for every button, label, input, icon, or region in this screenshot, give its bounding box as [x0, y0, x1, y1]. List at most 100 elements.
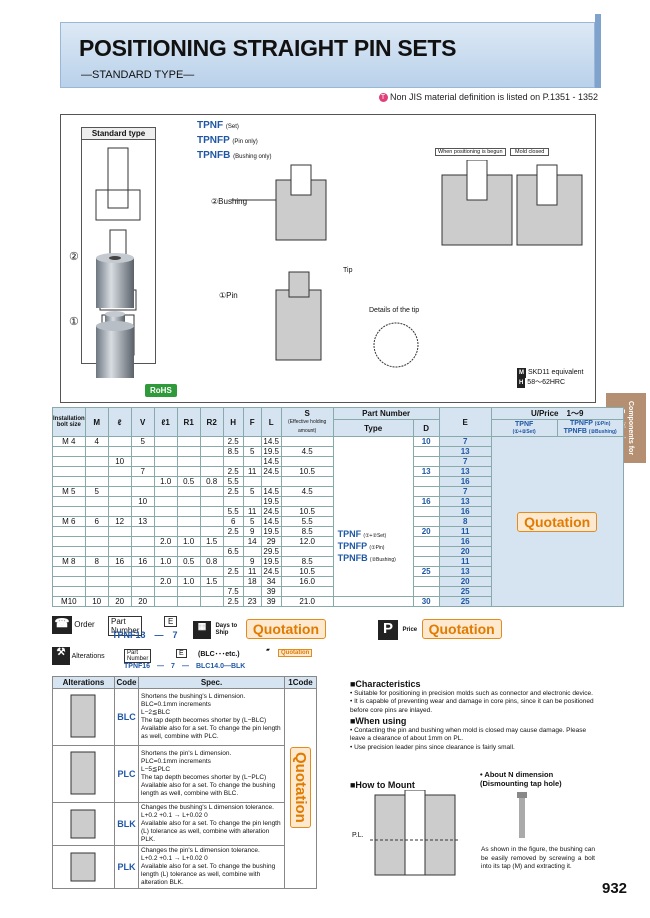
rohs-badge: RoHS — [145, 384, 177, 397]
spec-cell: 10.5 — [280, 466, 334, 477]
alteration-quotation[interactable]: Quotation — [284, 688, 317, 889]
price-section: P Price Quotation — [378, 619, 502, 640]
spec-cell: 7 — [438, 456, 492, 467]
about-text: As shown in the figure, the bushing can … — [481, 846, 595, 870]
price-col-tpnf: TPNF(①+②Set) — [490, 419, 558, 437]
col-price: U/Price 1～9 — [490, 407, 624, 420]
spec-cell — [199, 486, 224, 497]
spec-cell: 25 — [438, 596, 492, 607]
material-name: SKD11 equivalent — [527, 369, 584, 376]
days-quotation[interactable]: Quotation — [245, 619, 327, 639]
spec-cell — [153, 516, 178, 527]
spec-cell — [280, 496, 334, 507]
spec-cell: 4 — [84, 436, 109, 447]
pin-set-photo — [96, 253, 134, 378]
order-pn-box: Part Number — [108, 616, 143, 636]
spec-cell — [199, 546, 224, 557]
spec-cell: 12 — [107, 516, 132, 527]
alteration-drawing — [52, 845, 115, 889]
spec-cell — [199, 516, 224, 527]
spec-cell: 16 — [130, 556, 155, 567]
price-quotation[interactable]: Quotation — [421, 619, 502, 639]
d-cell — [412, 446, 440, 457]
spec-cell — [222, 576, 244, 587]
spec-cell — [52, 476, 86, 487]
spec-cell — [199, 456, 224, 467]
spec-cell: 1.0 — [153, 476, 178, 487]
material-note-text: Non JIS material definition is listed on… — [390, 92, 598, 102]
alt-col-alterations: Alterations — [52, 676, 115, 689]
spec-cell: 13 — [438, 446, 492, 457]
d-cell: 20 — [412, 526, 440, 537]
bolt-drawing — [517, 792, 527, 838]
tip-label: Tip — [343, 267, 353, 274]
alteration-spec: Shortens the pin's L dimension.PLC=0.1mm… — [138, 745, 285, 803]
spec-cell — [242, 586, 262, 597]
mold-closed-label: Mold closed — [510, 148, 550, 156]
spec-cell: M 8 — [52, 556, 86, 567]
spec-cell — [52, 536, 86, 547]
d-cell — [412, 456, 440, 467]
col-partnumber: Part Number — [332, 407, 440, 420]
d-cell — [412, 536, 440, 547]
spec-cell: M 5 — [52, 486, 86, 497]
spec-cell: 0.8 — [199, 476, 224, 487]
spec-cell: 2.5 — [222, 526, 244, 537]
spec-cell: 8.5 — [280, 556, 334, 567]
alt-col-spec: Spec. — [138, 676, 285, 689]
info-icon: T — [378, 93, 388, 103]
col-d: D — [412, 419, 440, 437]
spec-cell — [153, 496, 178, 507]
spec-cell: 21.0 — [280, 596, 334, 607]
spec-cell: 9 — [242, 556, 262, 567]
alteration-spec: Changes the bushing's L dimension tolera… — [138, 802, 285, 846]
spec-cell: M10 — [52, 596, 86, 607]
spec-table: Installation bolt size M ℓ V ℓ1 R1 R2 H … — [52, 407, 624, 607]
spec-cell — [176, 506, 201, 517]
calendar-icon: ▦ — [193, 620, 211, 639]
d-cell — [412, 586, 440, 597]
col-lcap: L — [260, 407, 282, 437]
order-example: TPNF13 ― 7 — [112, 630, 178, 640]
alteration-code: BLK — [114, 802, 139, 846]
days-section: ▦ Days to Ship Quotation — [193, 619, 327, 639]
spec-cell — [222, 496, 244, 507]
d-cell: 30 — [412, 596, 440, 607]
spec-cell: 19.5 — [260, 496, 282, 507]
spec-cell — [84, 446, 109, 457]
spec-cell: 2.0 — [153, 576, 178, 587]
alteration-spec: Changes the pin's L dimension tolerance.… — [138, 845, 285, 889]
col-v: V — [130, 407, 155, 437]
spec-cell — [242, 436, 262, 447]
spec-cell: 14.5 — [260, 456, 282, 467]
type-tpnf-desc: (Set) — [225, 124, 239, 130]
spec-cell — [242, 476, 262, 487]
spec-cell — [176, 446, 201, 457]
col-s: S(Effective holding amount) — [280, 407, 334, 437]
spec-cell — [153, 596, 178, 607]
spec-cell: 11 — [242, 466, 262, 477]
spec-cell — [84, 546, 109, 557]
price-tpnfp-desc: (①Pin) — [594, 421, 611, 427]
spec-cell — [107, 436, 132, 447]
price-tpnfb-desc: (②Bushing) — [588, 429, 617, 435]
alter-quotation[interactable]: Quotation — [278, 649, 313, 657]
spec-cell: 11 — [242, 566, 262, 577]
figure-box: Standard type ② ① RoHS TPNF (Set) TPNFP … — [60, 114, 596, 403]
material-spec: M SKD11 equivalent H 58～62HRC — [517, 368, 583, 388]
alteration-drawing — [52, 802, 115, 846]
spec-cell — [199, 586, 224, 597]
spec-cell: 0.5 — [176, 476, 201, 487]
spec-cell — [52, 506, 86, 517]
spec-cell — [176, 596, 201, 607]
spec-cell — [84, 456, 109, 467]
spec-cell: 11 — [438, 526, 492, 537]
spec-cell — [107, 496, 132, 507]
table-quotation[interactable]: Quotation — [517, 511, 598, 532]
price-cell: Quotation — [490, 436, 624, 607]
characteristics: ■Characteristics • Suitable for position… — [350, 678, 595, 752]
spec-cell: 5 — [84, 486, 109, 497]
